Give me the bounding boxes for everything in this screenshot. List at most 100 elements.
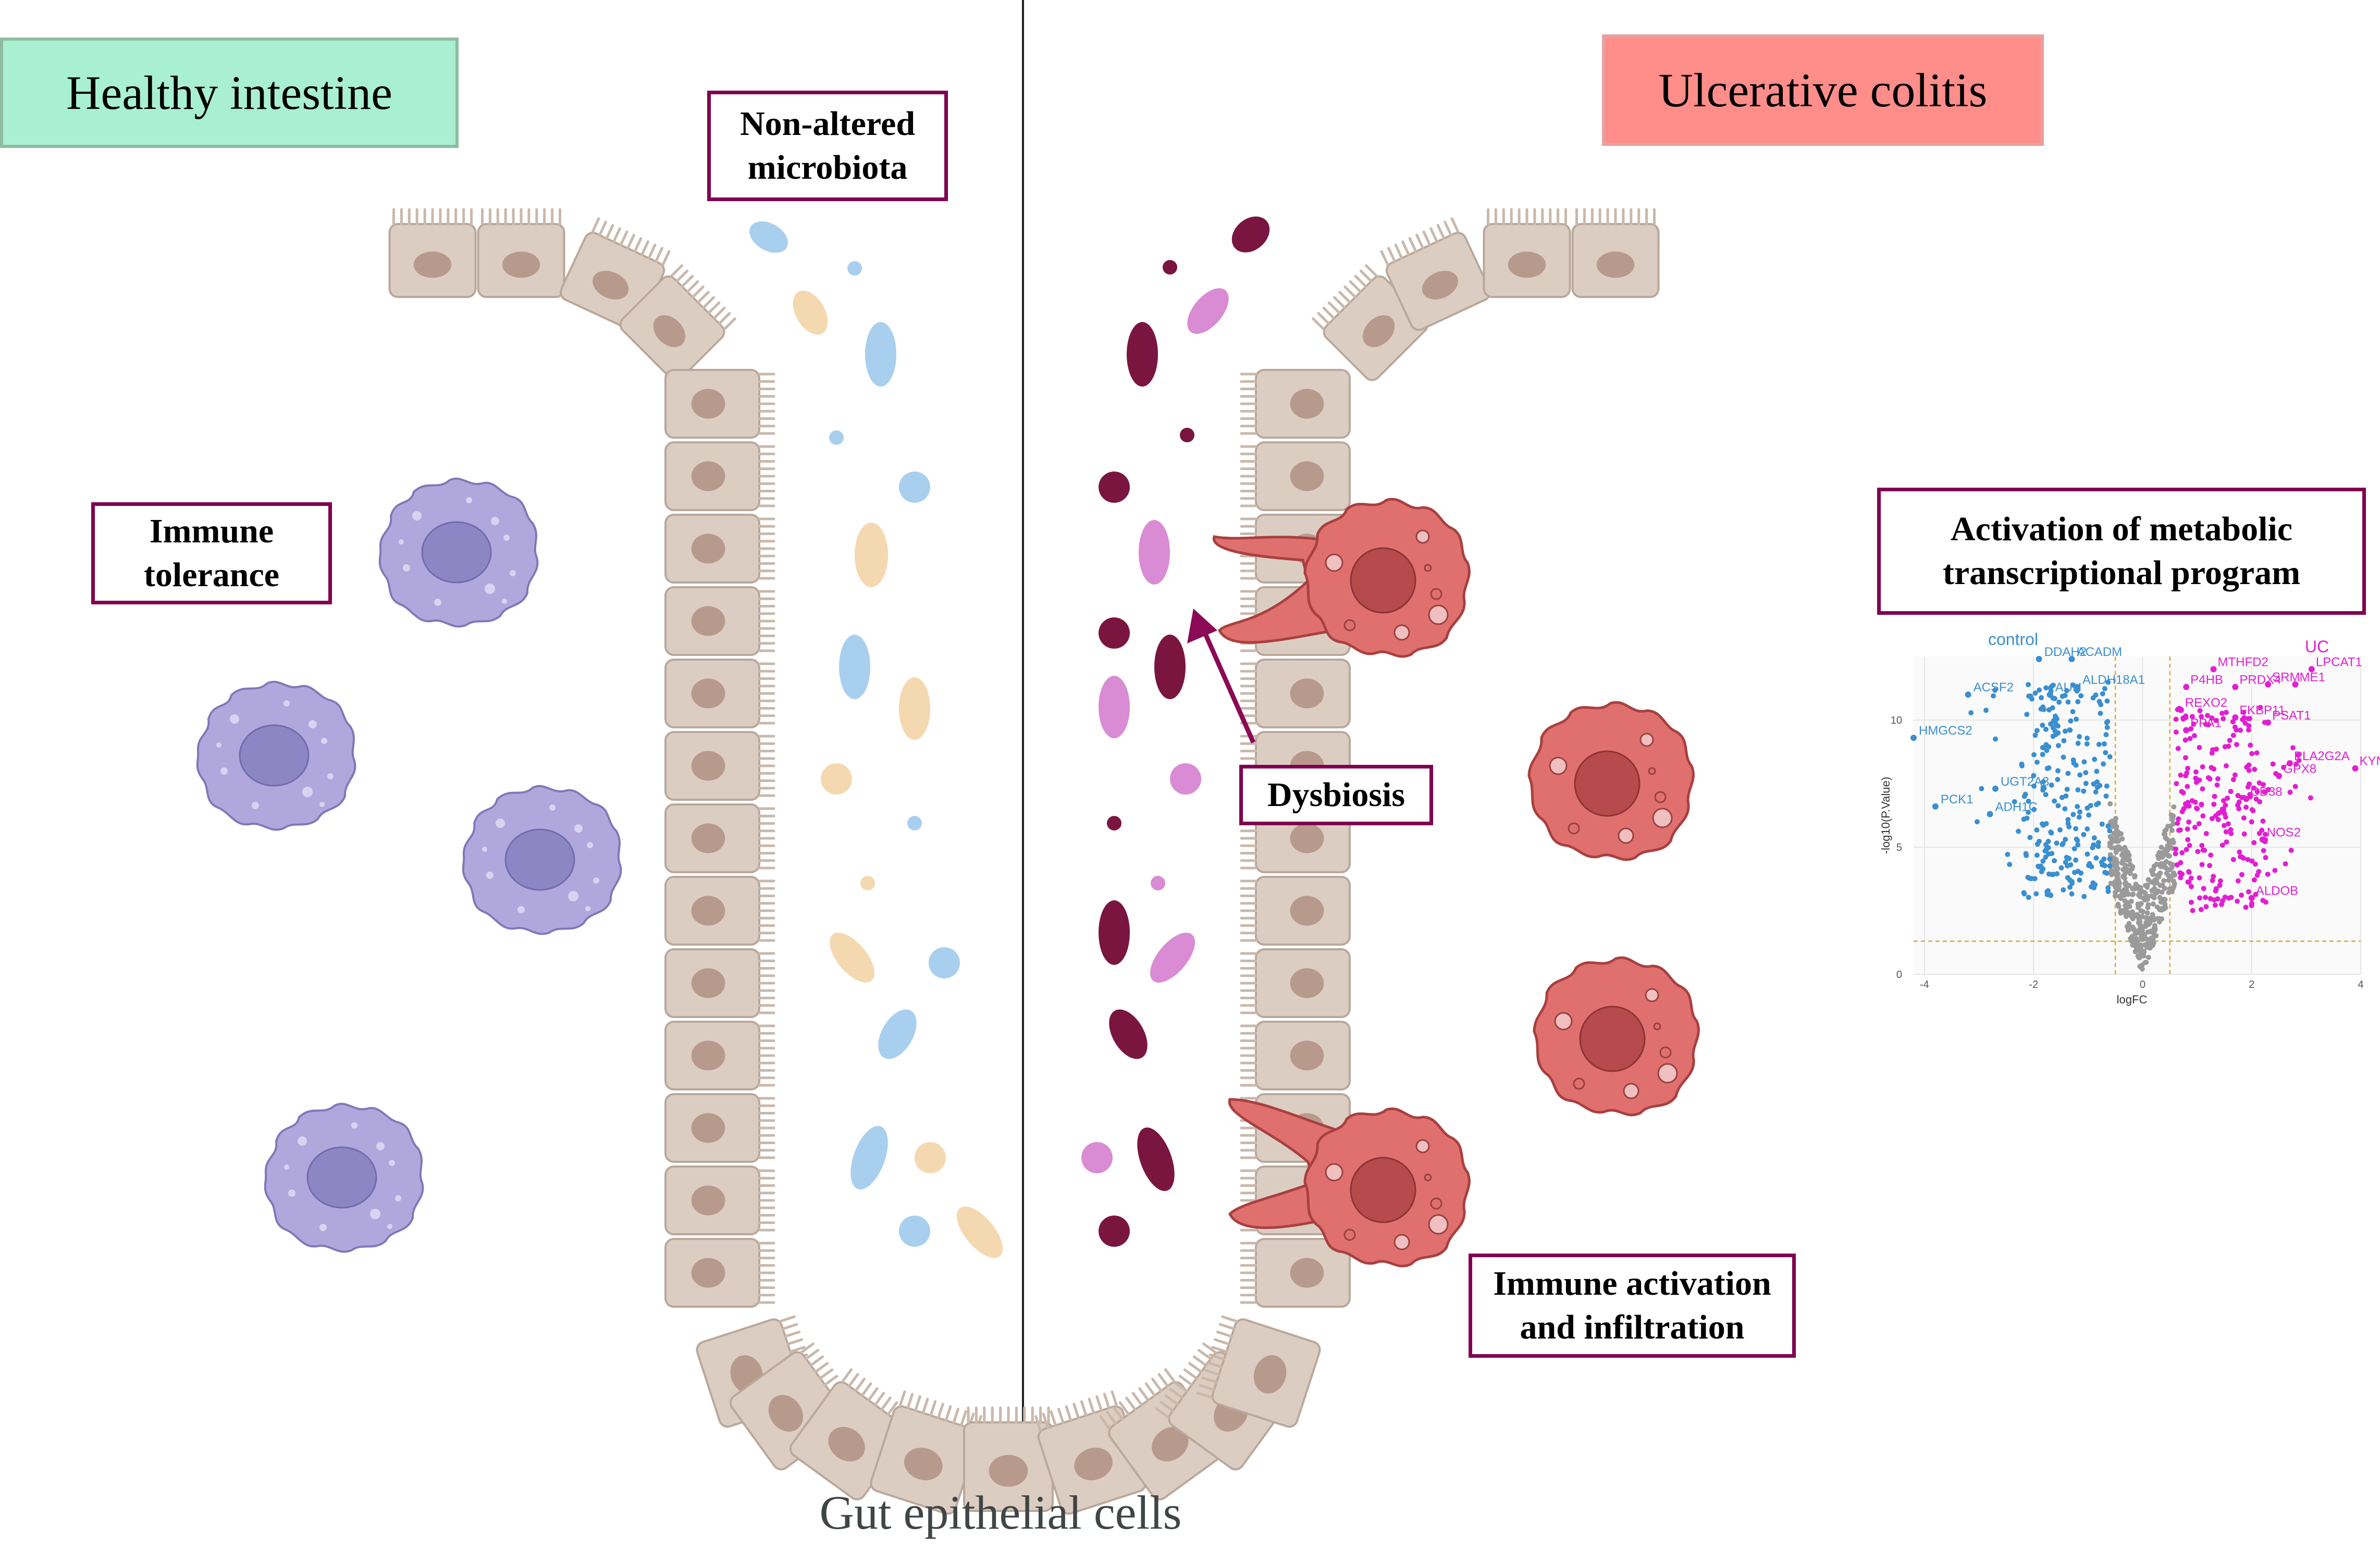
point-down xyxy=(2045,845,2051,851)
bacterium xyxy=(1180,428,1194,442)
point-down xyxy=(2043,742,2049,748)
point-up xyxy=(2212,902,2218,908)
point-down xyxy=(2102,870,2108,875)
bacterium xyxy=(1163,260,1177,275)
dysbiosis-text: Dysbiosis xyxy=(1267,775,1405,814)
point-down xyxy=(2026,810,2031,815)
point-up xyxy=(2197,708,2203,714)
gene-point xyxy=(2074,684,2080,690)
point-down xyxy=(2104,783,2110,789)
point-down xyxy=(2107,754,2113,760)
bacterium xyxy=(1099,1216,1130,1247)
point-up xyxy=(2219,806,2225,812)
point-up xyxy=(2260,818,2266,824)
point-down xyxy=(2101,741,2107,747)
point-ns xyxy=(2122,881,2128,887)
point-down xyxy=(2061,754,2066,760)
point-up xyxy=(2241,710,2247,715)
point-up xyxy=(2272,867,2278,873)
bacterium xyxy=(1099,676,1130,738)
point-down xyxy=(2026,895,2031,900)
activated-immune-cells xyxy=(1213,499,1698,1266)
point-up xyxy=(2213,886,2219,891)
point-up xyxy=(2193,779,2199,785)
point-down xyxy=(2081,788,2087,794)
point-ns xyxy=(2126,921,2132,926)
metabolic-program-label: Activation of metabolic transcriptional … xyxy=(1877,488,2366,615)
point-ns xyxy=(2159,916,2165,922)
point-down xyxy=(2061,738,2067,743)
point-down xyxy=(2070,709,2076,714)
x-tick-label: -2 xyxy=(2029,979,2038,990)
bacterium xyxy=(1170,763,1201,795)
epithelial-cell xyxy=(388,208,477,298)
bacterium xyxy=(821,763,852,795)
point-down xyxy=(2086,812,2092,818)
point-down xyxy=(2066,856,2072,861)
point-up xyxy=(2221,716,2226,722)
point-down xyxy=(2105,888,2111,894)
point-ns xyxy=(2157,862,2163,867)
point-down xyxy=(2049,830,2054,836)
point-up xyxy=(2193,805,2199,811)
gene-point xyxy=(2243,796,2250,802)
point-ns xyxy=(2113,838,2119,844)
bacterium xyxy=(915,1142,946,1173)
gene-label: REXO2 xyxy=(2185,696,2227,710)
non-altered-microbiota-label: Non-altered microbiota xyxy=(707,91,948,201)
activated-immune-cell xyxy=(1534,958,1698,1115)
point-ns xyxy=(2123,849,2128,855)
point-down xyxy=(2031,807,2037,812)
point-up xyxy=(2270,761,2276,767)
point-up xyxy=(2226,895,2232,901)
point-ns xyxy=(2128,898,2134,904)
point-ns xyxy=(2155,853,2161,859)
point-up xyxy=(2296,752,2301,758)
bacterium xyxy=(829,430,844,445)
point-ns xyxy=(2151,915,2157,921)
activated-immune-cell xyxy=(1305,1109,1469,1266)
group-label-control: control xyxy=(1988,630,2038,649)
point-up xyxy=(2200,847,2206,853)
gene-point xyxy=(1992,785,1999,792)
point-up xyxy=(2217,883,2223,888)
gene-point xyxy=(1965,691,1971,698)
gene-point xyxy=(2183,684,2190,690)
point-up xyxy=(2230,733,2236,738)
point-up xyxy=(2246,727,2251,733)
point-ns xyxy=(2169,827,2175,833)
point-ns xyxy=(2157,870,2163,876)
point-up xyxy=(2222,744,2228,750)
point-down xyxy=(2094,768,2100,774)
point-down xyxy=(2068,862,2074,867)
point-up xyxy=(2246,767,2252,773)
point-down xyxy=(2043,685,2049,691)
point-down xyxy=(2084,735,2090,741)
point-up xyxy=(2173,851,2178,857)
x-tick-label: 2 xyxy=(2249,979,2254,990)
point-ns xyxy=(2163,835,2168,841)
point-ns xyxy=(2138,923,2143,928)
gene-point xyxy=(2265,681,2272,688)
gene-point xyxy=(2068,655,2075,662)
point-down xyxy=(2039,869,2044,875)
point-up xyxy=(2189,714,2195,720)
gene-label: ACSF2 xyxy=(1974,680,2014,695)
point-down xyxy=(2005,851,2011,857)
point-down xyxy=(2073,826,2079,832)
point-up xyxy=(2245,857,2251,862)
point-up xyxy=(2265,872,2271,877)
epithelial-cell xyxy=(619,264,736,381)
tolerant-immune-cell xyxy=(462,785,622,935)
x-tick-label: 4 xyxy=(2358,979,2363,990)
point-down xyxy=(2075,869,2081,874)
point-up xyxy=(2215,811,2221,816)
gene-point xyxy=(2276,773,2283,779)
point-down xyxy=(2070,812,2076,817)
point-up xyxy=(2254,789,2260,795)
epithelial-cell xyxy=(1483,208,1571,298)
point-down xyxy=(2034,827,2040,833)
point-up xyxy=(2187,842,2192,848)
point-ns xyxy=(2121,908,2127,913)
point-down xyxy=(2032,690,2038,696)
